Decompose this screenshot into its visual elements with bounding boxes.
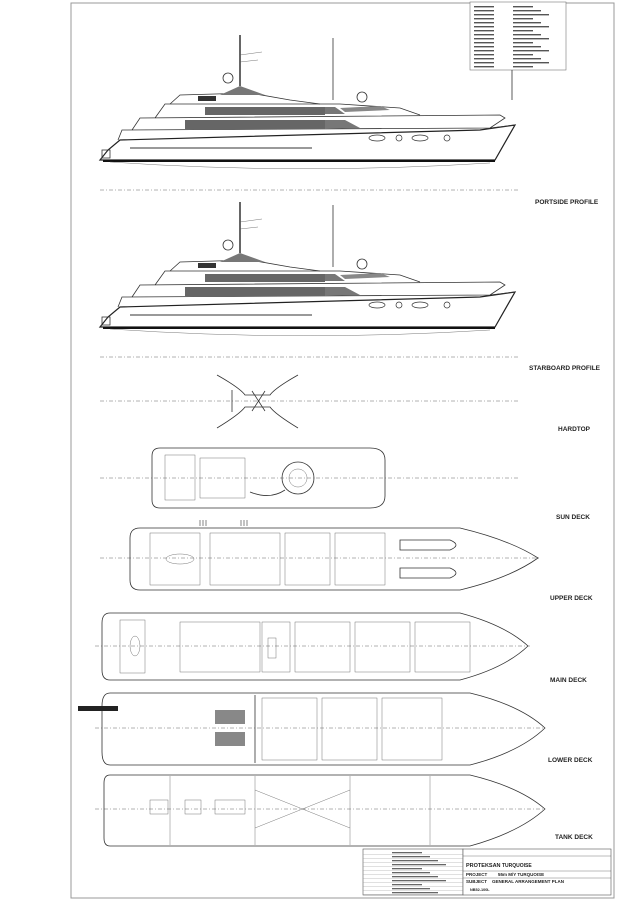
project-label: PROJECT: [466, 872, 488, 877]
spec-row-text: [513, 50, 549, 52]
view-label-upper-deck: UPPER DECK: [550, 595, 593, 602]
tank-deck-plan: [95, 774, 546, 847]
specification-table: [469, 1, 567, 100]
hardtop-view: [100, 374, 520, 429]
revision-row-text: [392, 892, 438, 894]
subject-label: SUBJECT: [466, 879, 487, 884]
spec-row-text: [474, 62, 494, 64]
revision-row-text: [392, 872, 430, 874]
spec-row-text: [513, 14, 549, 16]
revision-row-text: [392, 868, 422, 870]
spec-row-text: [474, 14, 494, 16]
spec-row-text: [474, 34, 494, 36]
main-deck-plan: [95, 612, 530, 681]
revision-row-text: [392, 864, 446, 866]
sun-deck-plan: [100, 447, 520, 509]
revision-row-text: [392, 860, 438, 862]
view-label-sun-deck: SUN DECK: [556, 514, 590, 521]
revision-row-text: [392, 876, 438, 878]
revision-row-text: [392, 880, 446, 882]
spec-row-text: [474, 18, 494, 20]
spec-row-text: [513, 58, 541, 60]
spec-row-text: [474, 26, 494, 28]
revision-row-text: [392, 856, 430, 858]
passerelle: [78, 706, 118, 711]
spec-row-text: [513, 10, 541, 12]
lower-deck-plan: [78, 692, 546, 766]
spec-row-text: [474, 6, 494, 8]
sheet-border: [70, 2, 615, 899]
brand-name: TURQUOISE: [502, 863, 532, 869]
spec-row-text: [474, 54, 494, 56]
view-label-hardtop: HARDTOP: [558, 426, 591, 433]
drawing-number: NB52-100L: [470, 888, 490, 892]
spec-row-text: [513, 18, 533, 20]
upper-deck-plan: [100, 520, 540, 591]
spec-row-text: [474, 46, 494, 48]
company-name: PROTEKSAN: [466, 863, 501, 869]
revision-row-text: [392, 884, 422, 886]
spec-row-text: [513, 30, 533, 32]
view-label-starboard: STARBOARD PROFILE: [529, 365, 601, 372]
spec-row-text: [474, 10, 494, 12]
spec-row-text: [513, 62, 549, 64]
spec-row-text: [513, 54, 533, 56]
starboard-profile-view: [99, 201, 521, 358]
spec-row-text: [474, 58, 494, 60]
spec-row-text: [513, 66, 533, 68]
revision-row-text: [392, 852, 422, 854]
spec-row-text: [513, 46, 541, 48]
view-label-lower-deck: LOWER DECK: [548, 757, 593, 764]
spec-row-text: [474, 30, 494, 32]
spec-row-text: [513, 34, 541, 36]
spec-row-text: [474, 42, 494, 44]
project-name: 55m M/Y TURQUOISE: [498, 872, 544, 877]
title-block: PROTEKSAN TURQUOISE PROJECT 55m M/Y TURQ…: [362, 848, 612, 896]
spec-row-text: [513, 26, 549, 28]
view-label-main-deck: MAIN DECK: [550, 677, 587, 684]
view-label-portside: PORTSIDE PROFILE: [535, 199, 599, 206]
spec-row-text: [513, 6, 533, 8]
spec-row-text: [513, 42, 533, 44]
spec-row-text: [474, 66, 494, 68]
spec-row-text: [474, 22, 494, 24]
spec-row-text: [513, 22, 541, 24]
subject-name: GENERAL ARRANGEMENT PLAN: [492, 879, 564, 884]
spec-row-text: [474, 50, 494, 52]
view-label-tank-deck: TANK DECK: [555, 834, 593, 841]
spec-row-text: [513, 38, 549, 40]
portside-profile-view: [99, 34, 521, 191]
revision-row-text: [392, 888, 430, 890]
spec-row-text: [474, 38, 494, 40]
